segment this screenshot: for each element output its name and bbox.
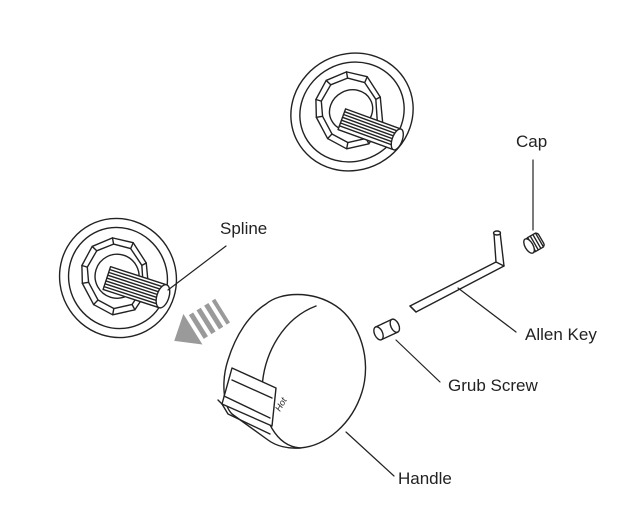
handle-body xyxy=(217,293,367,449)
leader-handle xyxy=(345,431,395,477)
lower-spline xyxy=(102,265,171,309)
cap xyxy=(523,232,545,254)
label-grub-screw: Grub Screw xyxy=(448,376,538,395)
label-handle: Handle xyxy=(398,469,452,488)
label-allen-key: Allen Key xyxy=(525,325,597,344)
upper-spline xyxy=(337,108,405,151)
label-cap: Cap xyxy=(516,132,548,151)
insertion-arrow xyxy=(174,298,231,345)
leader-grub-screw xyxy=(395,339,441,383)
grub-screw xyxy=(373,318,401,341)
label-spline: Spline xyxy=(220,219,268,238)
leader-lines xyxy=(167,159,534,477)
allen-key xyxy=(409,230,505,313)
leader-allen-key xyxy=(457,287,517,333)
leader-spline xyxy=(167,245,227,291)
